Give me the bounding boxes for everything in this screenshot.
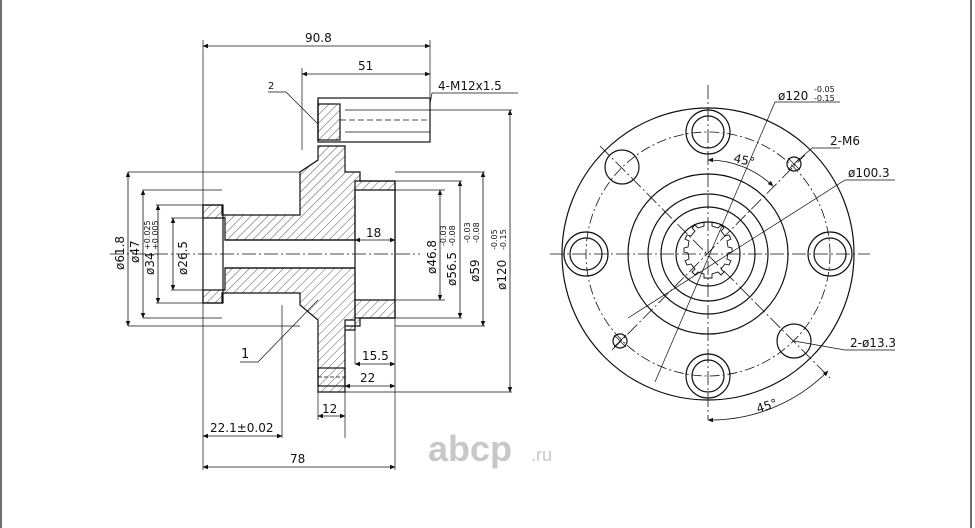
dim-d59-tol-lower: -0.08: [472, 222, 481, 243]
dim-d120-side-tol-lower: -0.15: [499, 229, 508, 250]
side-section-view: [110, 40, 518, 470]
dim-m6: 2-M6: [830, 134, 860, 148]
part-label-2: 2: [268, 81, 274, 92]
stud-hole-left-inner: [569, 237, 603, 271]
hole-13-3-lower-right: [776, 323, 812, 359]
m6-hole-upper-right: [786, 156, 802, 172]
front-view: [550, 85, 895, 423]
hub-pilot-step: [354, 180, 396, 319]
front-view-labels: ø120 -0.05 -0.15 2-M6 ø100.3 2-ø13.3 45°…: [732, 85, 896, 416]
watermark-logo: abcp .ru: [428, 428, 552, 469]
dim-d46-8: ø46.8: [425, 240, 439, 274]
dim-d61-8: ø61.8: [113, 236, 127, 270]
dim-22-1: 22.1±0.02: [210, 421, 274, 435]
dim-d59-tol-upper: -0.03: [463, 222, 472, 243]
stud-hole-right-inner: [813, 237, 847, 271]
dim-overall-width: 90.8: [305, 31, 332, 45]
dim-d34-tol-lower: +0.005: [151, 220, 160, 250]
dim-d59: ø59: [468, 259, 482, 282]
dim-d100-3: ø100.3: [848, 166, 890, 180]
dim-d26-5: ø26.5: [176, 241, 190, 275]
stud-hole-left-outer: [563, 231, 609, 277]
dim-bore-length: 18: [366, 226, 381, 240]
dim-d120-side-tol-upper: -0.05: [490, 229, 499, 250]
dim-d13-3: 2-ø13.3: [850, 336, 896, 350]
dim-15-5: 15.5: [362, 349, 389, 363]
angle-arc-bottom: [707, 370, 829, 423]
hole-13-3-upper-left: [604, 149, 640, 185]
stud-hole-top-outer: [685, 109, 731, 155]
spline-teeth: [683, 221, 733, 279]
hub-circle-3: [660, 206, 756, 302]
stud-hole-right-outer: [807, 231, 853, 277]
m6-hole-lower-left: [612, 333, 628, 349]
watermark-suffix: .ru: [531, 445, 552, 465]
dim-d34-tol-upper: +0.025: [143, 220, 152, 250]
stud-hole-top-inner: [691, 115, 725, 149]
side-view-labels: 90.8 51 4-M12x1.5 2 1 ø61.8 ø47 ø34 +0.0…: [113, 31, 509, 466]
dim-d120-front-tol-lower: -0.15: [814, 94, 835, 103]
dim-22: 22: [360, 371, 375, 385]
dim-stud-face: 51: [358, 59, 373, 73]
pcd-circle: [585, 131, 831, 377]
dim-d34: ø34: [143, 252, 157, 275]
dim-12: 12: [322, 402, 337, 416]
dim-d120-front: ø120: [778, 89, 808, 103]
dim-thread-note: 4-M12x1.5: [438, 79, 502, 93]
dim-d56-5-tol-upper: -0.03: [439, 225, 448, 246]
dim-d56-5-tol-lower: -0.08: [448, 225, 457, 246]
dim-d56-5: ø56.5: [445, 252, 459, 286]
dim-d47: ø47: [128, 240, 142, 263]
stud-knurl: [317, 103, 341, 141]
hub-circle-2: [647, 193, 769, 315]
dim-78: 78: [290, 452, 305, 466]
dim-d120-side: ø120: [495, 260, 509, 290]
angle-arc-top: [707, 157, 774, 187]
dim-angle-bottom: 45°: [755, 396, 780, 416]
watermark-brand: abcp: [428, 428, 512, 469]
dim-angle-top: 45°: [732, 151, 756, 169]
part-label-1: 1: [241, 347, 249, 362]
dim-d120-front-tol-upper: -0.05: [814, 85, 835, 94]
